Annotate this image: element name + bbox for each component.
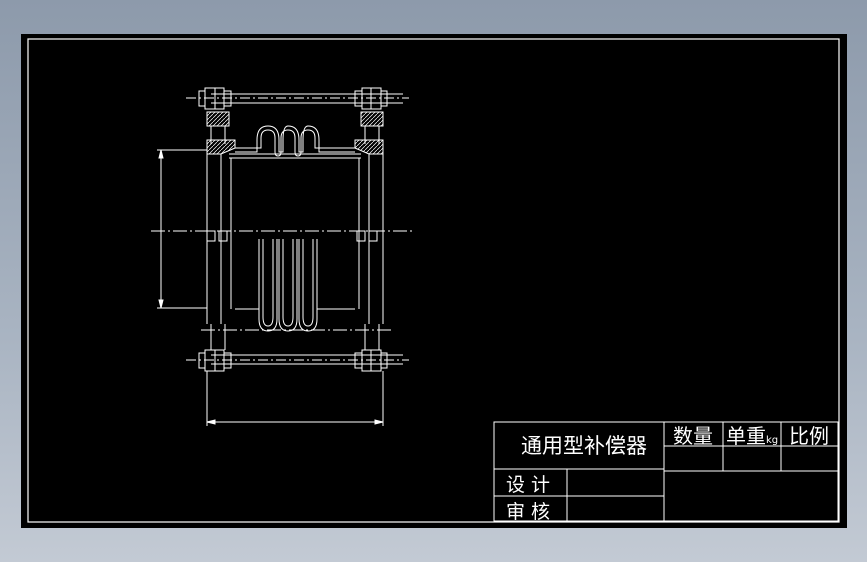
quantity-label: 数量: [673, 424, 713, 448]
unit-weight-unit: kg: [766, 435, 778, 446]
drawing-viewport[interactable]: 通用型补偿器 数量 单重 kg 比例 设 计 审 核: [21, 34, 847, 528]
upper-tie-rod: [186, 87, 409, 110]
upper-left-lug: [206, 111, 230, 127]
dimension-diameter: [157, 149, 207, 309]
dimension-length: [206, 371, 384, 426]
upper-right-lug: [360, 111, 384, 127]
bellows-outside: [258, 239, 318, 332]
right-flange-section: [354, 139, 384, 155]
title-block: 通用型补偿器 数量 单重 kg 比例 设 计 审 核: [493, 421, 839, 523]
drawing-border: [27, 38, 840, 523]
unit-weight-label: 单重: [726, 424, 766, 448]
scale-label: 比例: [789, 424, 829, 448]
lower-tie-rod: [186, 349, 409, 372]
cad-drawing: 通用型补偿器 数量 单重 kg 比例 设 计 审 核: [27, 38, 840, 523]
reviewer-label: 审 核: [506, 501, 550, 523]
left-flange-section: [206, 139, 236, 155]
expansion-joint-drawing: [151, 87, 415, 426]
title-text: 通用型补偿器: [521, 434, 647, 458]
designer-label: 设 计: [506, 474, 550, 496]
bellows-section: [235, 129, 355, 157]
